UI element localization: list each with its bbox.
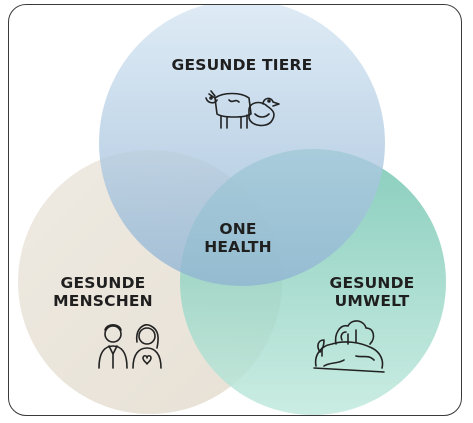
label-gesunde-menschen-line1: GESUNDE bbox=[61, 274, 146, 292]
circle-gesunde-tiere bbox=[99, 5, 385, 286]
earth-icon bbox=[313, 320, 385, 373]
animals-icon bbox=[205, 90, 280, 129]
label-gesunde-tiere: GESUNDE TIERE bbox=[172, 56, 313, 74]
label-one-health-line1: ONE bbox=[219, 220, 256, 238]
label-gesunde-umwelt-line2: UMWELT bbox=[335, 292, 410, 310]
label-gesunde-umwelt-line1: GESUNDE bbox=[330, 274, 415, 292]
label-gesunde-menschen-line2: MENSCHEN bbox=[53, 292, 153, 310]
people-icon bbox=[98, 323, 162, 369]
label-one-health-line2: HEALTH bbox=[204, 238, 272, 256]
